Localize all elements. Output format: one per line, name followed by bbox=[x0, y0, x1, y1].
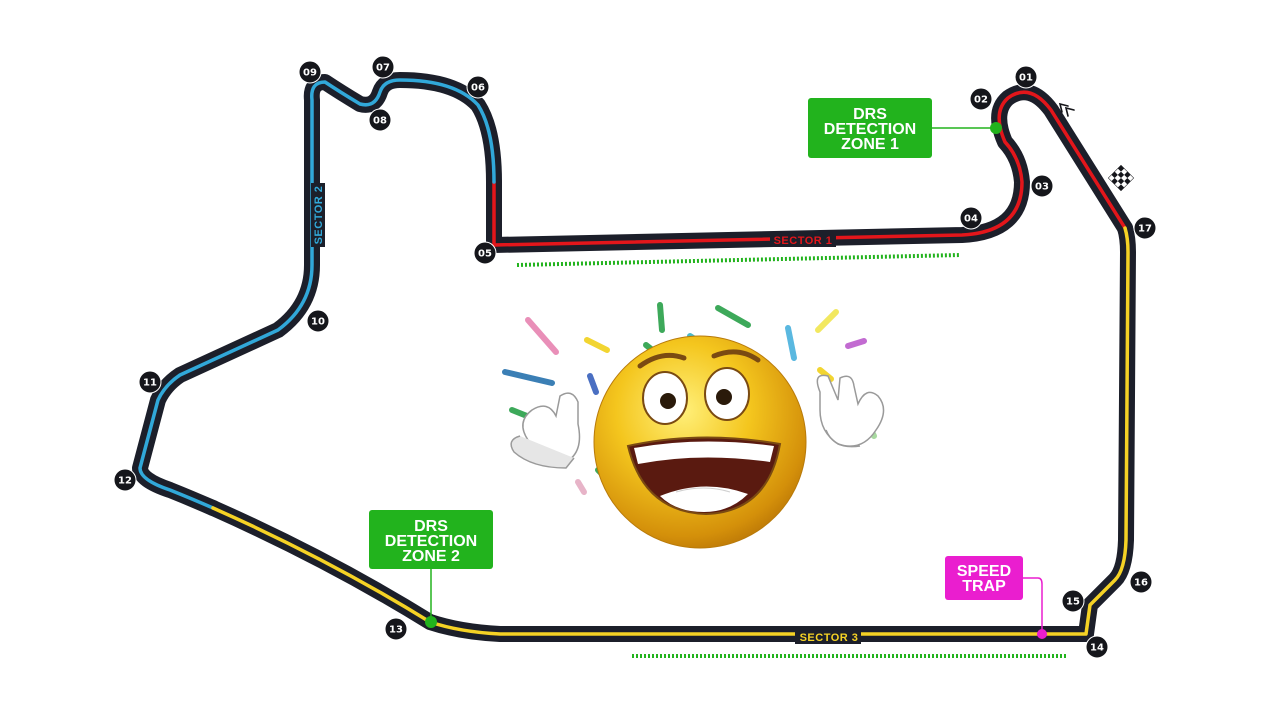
turn-marker-17: 17 bbox=[1133, 216, 1157, 240]
turn-label-16: 16 bbox=[1134, 578, 1148, 589]
left-hand bbox=[510, 392, 581, 469]
turn-label-05: 05 bbox=[478, 249, 492, 260]
turn-label-11: 11 bbox=[143, 378, 157, 389]
drs-detection-zone-1: DRS DETECTION ZONE 1 bbox=[808, 98, 1002, 158]
sector-2-label-group: SECTOR 2 bbox=[311, 183, 325, 247]
drs-zone-2-line-2: DETECTION bbox=[385, 533, 477, 550]
drs-zone-1-line-1: DRS bbox=[853, 106, 887, 123]
speed-trap-line-1: SPEED bbox=[957, 563, 1011, 580]
turn-label-14: 14 bbox=[1090, 643, 1104, 654]
turn-label-07: 07 bbox=[376, 63, 390, 74]
turn-marker-02: 02 bbox=[969, 87, 993, 111]
turn-marker-15: 15 bbox=[1061, 589, 1085, 613]
track-outline bbox=[132, 72, 1136, 642]
turn-marker-10: 10 bbox=[306, 309, 330, 333]
turn-marker-07: 07 bbox=[371, 55, 395, 79]
turn-marker-12: 12 bbox=[113, 468, 137, 492]
sector-3-label-group: SECTOR 3 bbox=[795, 631, 861, 644]
speed-trap-line-2: TRAP bbox=[962, 578, 1006, 595]
chequered-flag-icon bbox=[1107, 164, 1135, 192]
sector-3-label: SECTOR 3 bbox=[800, 632, 859, 644]
sector-1-label: SECTOR 1 bbox=[774, 235, 833, 247]
turn-marker-09: 09 bbox=[298, 60, 322, 84]
turn-label-13: 13 bbox=[389, 625, 403, 636]
turn-label-01: 01 bbox=[1019, 73, 1033, 84]
turn-label-03: 03 bbox=[1035, 182, 1049, 193]
drs-zone-1-line-2: DETECTION bbox=[824, 121, 916, 138]
drs-detection-zone-2: DRS DETECTION ZONE 2 bbox=[369, 510, 493, 628]
turn-label-04: 04 bbox=[964, 214, 978, 225]
turn-label-12: 12 bbox=[118, 476, 132, 487]
drs-zone-1-dotted-line bbox=[516, 253, 961, 267]
sector-2-label: SECTOR 2 bbox=[313, 186, 325, 245]
turn-marker-03: 03 bbox=[1030, 174, 1054, 198]
sector-3-line bbox=[211, 226, 1130, 636]
track-sectors bbox=[138, 78, 1130, 636]
turn-label-09: 09 bbox=[303, 68, 317, 79]
drs-zone-1-line-3: ZONE 1 bbox=[841, 136, 899, 153]
drs-zone-2-line-3: ZONE 2 bbox=[402, 548, 460, 565]
speed-trap: SPEED TRAP bbox=[945, 556, 1047, 639]
turn-marker-01: 01 bbox=[1014, 65, 1038, 89]
turn-marker-06: 06 bbox=[466, 75, 490, 99]
turn-marker-16: 16 bbox=[1129, 570, 1153, 594]
turn-label-15: 15 bbox=[1066, 597, 1080, 608]
right-hand bbox=[816, 374, 885, 448]
drs-zone-2-line-1: DRS bbox=[414, 518, 448, 535]
turn-marker-13: 13 bbox=[384, 617, 408, 641]
turn-label-10: 10 bbox=[311, 317, 325, 328]
turn-marker-04: 04 bbox=[959, 206, 983, 230]
turn-marker-11: 11 bbox=[138, 370, 162, 394]
turn-markers: 01 02 03 04 05 06 07 08 09 10 11 12 13 14 15 16 17 bbox=[113, 55, 1157, 659]
turn-marker-14: 14 bbox=[1085, 635, 1109, 659]
turn-label-08: 08 bbox=[373, 116, 387, 127]
turn-marker-05: 05 bbox=[473, 241, 497, 265]
turn-label-06: 06 bbox=[471, 83, 485, 94]
direction-chevrons-icon bbox=[1058, 102, 1075, 117]
turn-marker-08: 08 bbox=[368, 108, 392, 132]
turn-label-17: 17 bbox=[1138, 224, 1152, 235]
turn-label-02: 02 bbox=[974, 95, 988, 106]
sector-2-line bbox=[138, 78, 496, 510]
sector-1-line bbox=[492, 90, 1127, 247]
celebrating-emoji-image bbox=[502, 302, 885, 549]
sector-1-label-group: SECTOR 1 bbox=[770, 234, 836, 247]
